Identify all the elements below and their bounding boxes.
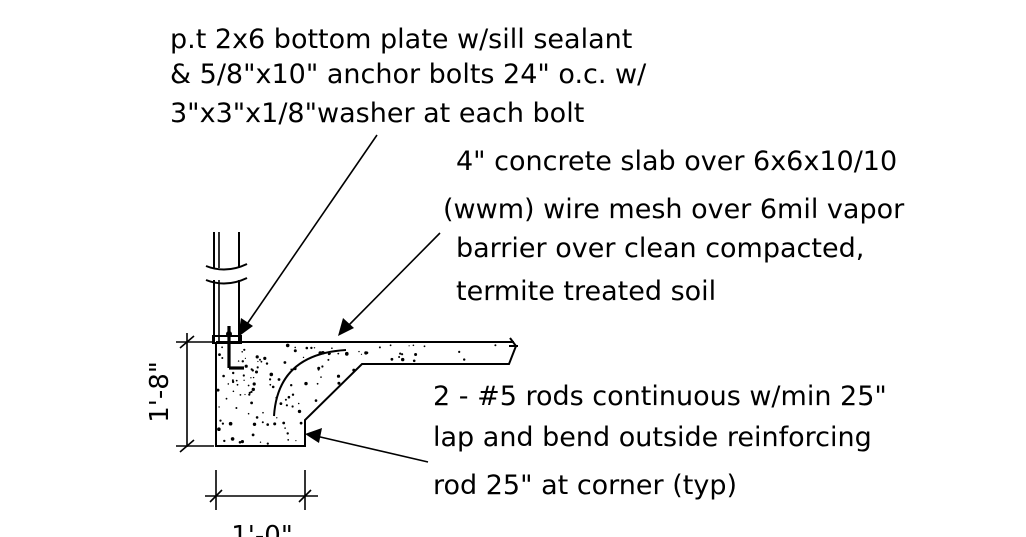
- note-bottom-plate: p.t 2x6 bottom plate w/sill sealant & 5/…: [170, 24, 647, 129]
- dimension-width-label: 1'-0": [231, 521, 293, 537]
- note-rods-line-3: rod 25" at corner (typ): [433, 470, 737, 501]
- note-plate-line-2: & 5/8"x10" anchor bolts 24" o.c. w/: [170, 59, 647, 90]
- note-concrete-slab: 4" concrete slab over 6x6x10/10 (wwm) wi…: [443, 146, 905, 307]
- leader-plate: [238, 134, 378, 337]
- note-slab-line-2: (wwm) wire mesh over 6mil vapor: [443, 194, 905, 225]
- note-plate-line-3: 3"x3"x1/8"washer at each bolt: [170, 98, 584, 129]
- note-rods-line-2: lap and bend outside reinforcing: [433, 422, 872, 453]
- note-rods-line-1: 2 - #5 rods continuous w/min 25": [433, 381, 887, 412]
- note-slab-line-1: 4" concrete slab over 6x6x10/10: [456, 146, 897, 177]
- leader-slab: [338, 232, 441, 336]
- note-slab-line-3: barrier over clean compacted,: [456, 233, 864, 264]
- dimension-height-label: 1'-8": [145, 361, 175, 423]
- note-reinforcing-rods: 2 - #5 rods continuous w/min 25" lap and…: [433, 381, 887, 501]
- stud-wall: [205, 232, 248, 342]
- dimension-width: 1'-0": [205, 470, 318, 537]
- note-plate-line-1: p.t 2x6 bottom plate w/sill sealant: [170, 24, 632, 55]
- note-slab-line-4: termite treated soil: [456, 276, 716, 307]
- leader-rods: [305, 428, 429, 463]
- dimension-height: 1'-8": [145, 333, 214, 453]
- concrete-stipple: [216, 343, 497, 445]
